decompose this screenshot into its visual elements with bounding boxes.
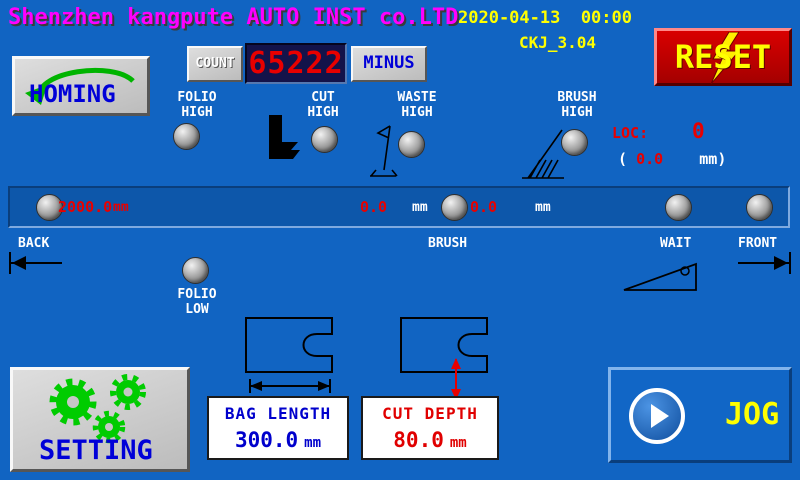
lamp-folio-high [173,123,200,150]
loc-value: 0 [692,119,705,143]
setting-label: SETTING [39,435,153,466]
bag-length-arrow-icon [249,379,331,393]
track-brush-unit: mm [412,200,428,215]
loc-offset-unit: mm) [699,150,727,168]
company-title: Shenzhen kangpute AUTO INST co.LTD [8,5,459,30]
count-display: 65222 [245,43,347,84]
homing-label: HOMING [29,80,116,108]
bag-length-label: BAG LENGTH [224,404,332,423]
cutter-icon [269,115,300,159]
setting-button[interactable]: SETTING [10,367,190,472]
track-label-back: BACK [18,236,50,251]
track-wait-unit: mm [535,200,551,215]
datetime-display: 2020-04-13 00:00 [458,8,632,28]
dimension-arrow-left-icon [9,252,62,274]
lightning-icon [710,32,741,84]
track-ball-wait [665,194,692,221]
track-back-value: 2000.0 [58,198,113,216]
cut-depth-label: CUT DEPTH [382,404,478,423]
sensor-label-cut-high: CUT HIGH [307,90,339,120]
count-button[interactable]: COUNT [187,46,243,82]
bag-length-box[interactable]: BAG LENGTH 300.0 mm [207,396,349,460]
bag-shape-1 [245,317,333,373]
track-ball-brush [441,194,468,221]
waste-icon [370,125,398,177]
track-brush-value: 0.0 [360,198,388,216]
sensor-label-folio-high: FOLIO HIGH [177,90,217,120]
count-label: COUNT [195,56,235,71]
sensor-label-waste-high: WASTE HIGH [397,90,437,120]
loc-label: LOC: [612,124,649,142]
minus-button[interactable]: MINUS [351,46,427,82]
track-ball-back [36,194,63,221]
track-ball-front [746,194,773,221]
sensor-label-brush-high: BRUSH HIGH [557,90,597,120]
jog-button[interactable]: JOG [608,367,792,463]
bag-length-unit: mm [304,435,322,451]
lamp-waste-high [398,131,425,158]
reset-button[interactable]: RESET [654,28,792,86]
loc-offset: ( 0.0 mm) [618,150,726,168]
cut-depth-arrow-icon [451,358,461,400]
minus-label: MINUS [363,53,415,73]
lamp-brush-high [561,129,588,156]
ramp-icon [623,262,697,291]
cut-depth-box[interactable]: CUT DEPTH 80.0 mm [361,396,499,460]
homing-button[interactable]: HOMING [12,56,150,116]
track-label-brush: BRUSH [428,236,468,251]
dimension-arrow-right-icon [738,252,791,274]
track-label-front: FRONT [738,236,778,251]
homing-arrow-icon [25,67,135,105]
bag-length-value: 300.0 [234,428,299,452]
cut-depth-value: 80.0 [393,428,444,452]
version-label: CKJ_3.04 [519,33,597,52]
track-wait-value: 0.0 [470,198,498,216]
loc-offset-open: ( [618,150,628,168]
bag-shape-2 [400,317,488,373]
lamp-cut-high [311,126,338,153]
track-back-unit: mm [113,200,129,215]
cut-depth-unit: mm [449,435,467,451]
jog-play-icon [629,388,685,444]
sensor-label-folio-low: FOLIO LOW [177,287,217,317]
gears-icon [49,374,146,444]
track-label-wait: WAIT [660,236,692,251]
jog-label: JOG [725,397,780,432]
reset-label: RESET [674,38,772,76]
position-track: 2000.0 mm 0.0 mm 0.0 mm [8,186,790,228]
loc-offset-value: 0.0 [636,150,664,168]
lamp-folio-low [182,257,209,284]
brush-icon [522,129,564,179]
